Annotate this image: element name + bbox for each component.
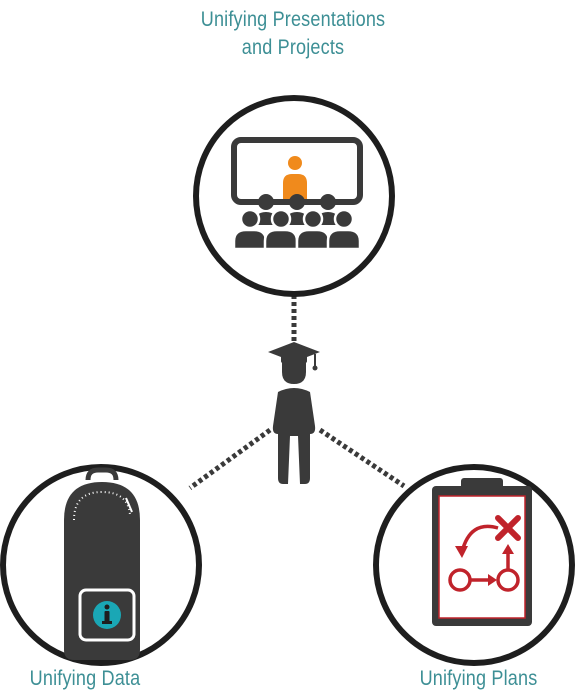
presentations-label-line2: and Projects (241, 36, 345, 59)
data-node (0, 464, 202, 666)
connector-right (318, 427, 406, 489)
presentation-audience-icon (231, 137, 363, 251)
presentation-node (193, 95, 395, 297)
clipboard-plan-icon (432, 478, 532, 626)
data-label: Unifying Data (29, 667, 141, 690)
presentations-label-line1: Unifying Presentations (200, 8, 386, 31)
backpack-info-icon (64, 467, 140, 660)
presentations-label: Unifying Presentations and Projects (160, 6, 427, 62)
connector-left (188, 427, 272, 491)
plans-label: Unifying Plans (419, 667, 538, 690)
graduate-student-icon (268, 342, 320, 484)
plans-node (373, 464, 575, 666)
